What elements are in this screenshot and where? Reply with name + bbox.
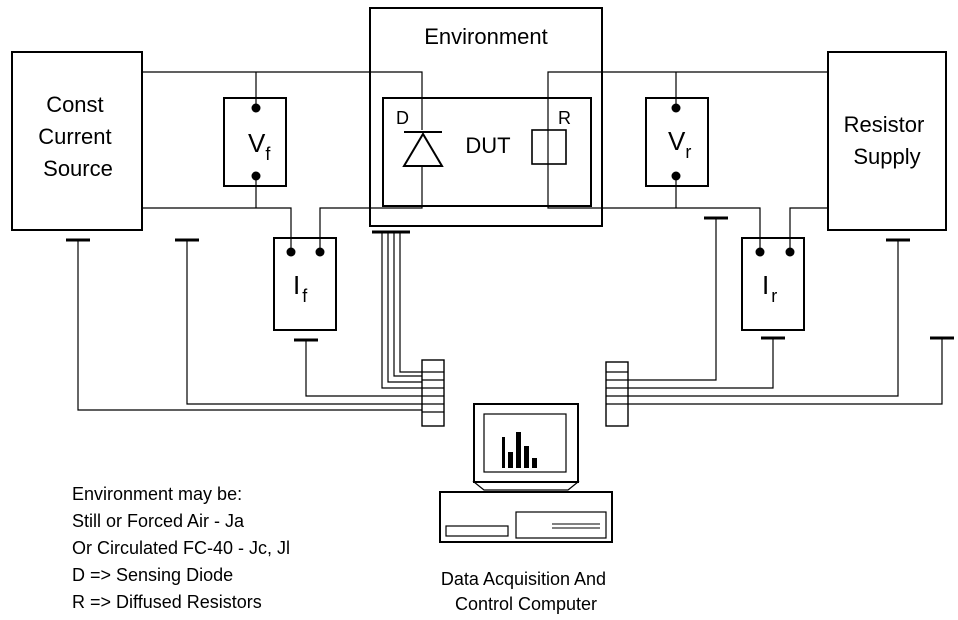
vr-label: Vr: [668, 126, 691, 162]
right-data-connector: [605, 361, 629, 427]
resistor-tag: R: [558, 108, 571, 128]
vf-label: Vf: [248, 128, 271, 164]
environment-notes: Environment may be: Still or Forced Air …: [72, 484, 295, 612]
environment-label: Environment: [424, 24, 548, 49]
resistor-supply-label: Resistor Supply: [844, 112, 931, 169]
bar-graph-icon: [502, 432, 537, 468]
environment-box: [369, 7, 603, 227]
vf-meter-box: [223, 97, 287, 187]
left-data-connector: [421, 359, 445, 427]
resistor-supply-box: [827, 51, 947, 231]
diode-tag: D: [396, 108, 409, 128]
dut-box: [382, 97, 592, 207]
dut-label: DUT: [465, 133, 510, 158]
const-current-source-label: Const Current Source: [38, 92, 117, 181]
resistor-symbol: [531, 129, 567, 165]
vr-meter-box: [645, 97, 709, 187]
ir-meter-box: [741, 237, 805, 331]
computer-label: Data Acquisition And Control Computer: [441, 569, 611, 614]
computer-icon: [439, 403, 613, 543]
sensing-diode-symbol: [402, 131, 444, 167]
if-meter-box: [273, 237, 337, 331]
const-current-source-box: [11, 51, 143, 231]
